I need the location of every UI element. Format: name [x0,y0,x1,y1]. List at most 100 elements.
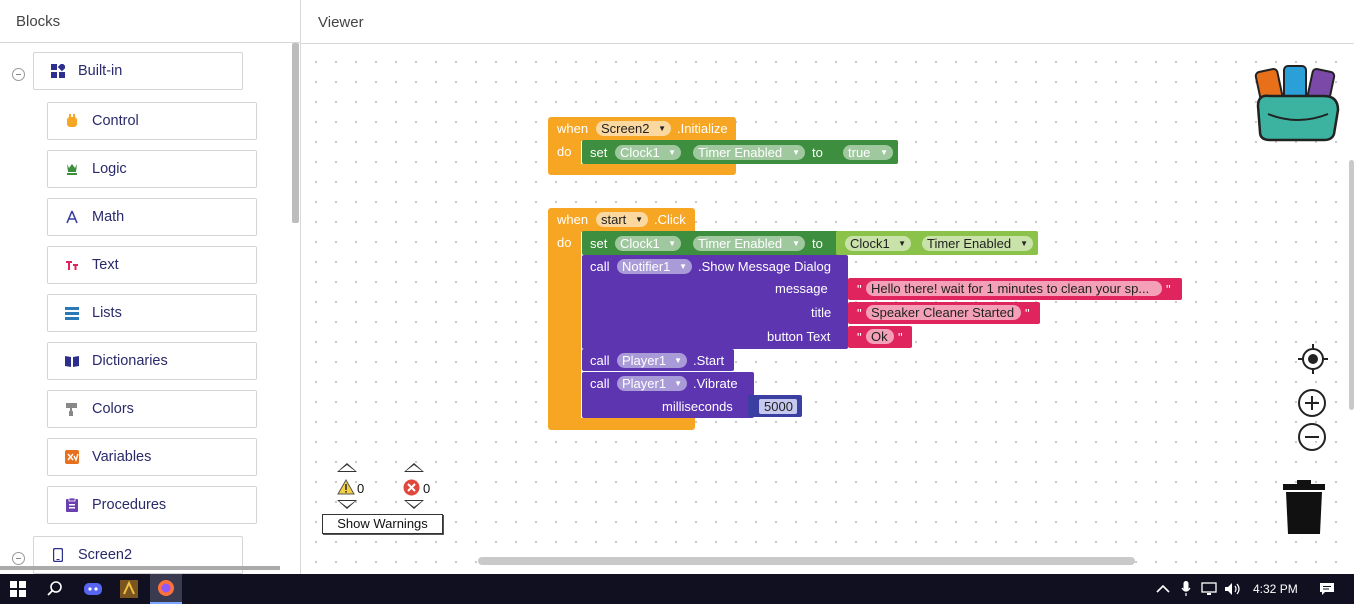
search-icon[interactable] [44,578,66,600]
tree-item-label: Logic [92,161,127,177]
backpack-icon[interactable] [1254,60,1340,142]
number-value: 5000 [764,399,793,414]
chevron-down-icon: ▼ [668,239,676,248]
property-dropdown[interactable]: Timer Enabled▼ [693,145,805,160]
microphone-icon[interactable] [1175,578,1197,600]
zoom-in-button[interactable] [1298,389,1326,417]
trash-icon[interactable] [1283,480,1325,536]
logic-icon [64,161,80,177]
tree-item-builtin[interactable]: Built-in [33,52,243,90]
error-next-arrow[interactable] [404,500,424,509]
workspace-vertical-scrollbar[interactable] [1349,160,1354,410]
network-icon[interactable] [1199,578,1221,600]
to-label: to [812,236,823,251]
event-block-footer [548,164,736,175]
control-icon [64,113,80,129]
set-label: set [590,236,608,251]
tree-item-label: Variables [92,449,152,465]
error-prev-arrow[interactable] [404,463,424,472]
discord-icon[interactable] [82,578,104,600]
firefox-icon[interactable] [150,574,182,604]
warning-count: 0 [357,481,365,496]
blocks-vertical-scrollbar[interactable] [292,43,299,223]
chevron-up-icon[interactable] [1152,578,1174,600]
tree-item-dictionaries[interactable]: Dictionaries [47,342,257,380]
blocks-panel-title: Blocks [16,13,61,30]
tree-item-label: Built-in [78,63,123,79]
math-icon [64,209,80,225]
tree-item-logic[interactable]: Logic [47,150,257,188]
component-dropdown[interactable]: Clock1▼ [845,236,911,251]
text-icon [64,257,80,273]
dropdown-value: true [848,145,871,160]
builtin-collapse-toggle[interactable] [12,68,25,81]
number-field[interactable]: 5000 [759,399,797,414]
component-dropdown[interactable]: Player1▼ [617,353,687,368]
component-dropdown[interactable]: Player1▼ [617,376,687,391]
procedures-icon [64,497,80,513]
taskbar: 4:32 PM [0,574,1354,604]
tree-item-label: Lists [92,305,122,321]
taskbar-clock[interactable]: 4:32 PM [1253,582,1298,596]
component-dropdown[interactable]: Clock1▼ [615,236,681,251]
component-dropdown[interactable]: start▼ [596,212,648,227]
tree-item-control[interactable]: Control [47,102,257,140]
tree-item-text[interactable]: Text [47,246,257,284]
quote-icon: " [1166,282,1171,297]
app-icon[interactable] [118,578,140,600]
dropdown-value: Timer Enabled [698,236,783,251]
tree-item-label: Math [92,209,125,225]
error-count: 0 [423,481,431,496]
method-name: .Show Message Dialog [698,259,831,274]
component-dropdown[interactable]: Clock1▼ [615,145,681,160]
property-dropdown[interactable]: Timer Enabled▼ [922,236,1033,251]
recenter-button[interactable] [1298,344,1328,374]
tree-item-math[interactable]: Math [47,198,257,236]
quote-icon: " [898,330,903,345]
text-value: Ok [871,329,888,344]
milliseconds-label: milliseconds [662,399,733,414]
dropdown-value: start [601,212,627,227]
warning-next-arrow[interactable] [337,500,357,509]
lists-icon [64,305,80,321]
grid-icon [50,63,66,79]
dropdown-value: Screen2 [601,121,650,136]
warning-prev-arrow[interactable] [337,463,357,472]
windows-start-icon[interactable] [7,578,29,600]
button-text-field[interactable]: Ok [866,329,894,344]
blocks-panel: Blocks Built-in Control Logic Math [0,0,301,574]
tree-item-variables[interactable]: Variables [47,438,257,476]
message-text-field[interactable]: Hello there! wait for 1 minutes to clean… [866,281,1162,296]
screen-collapse-toggle[interactable] [12,552,25,565]
blocks-horizontal-scrollbar[interactable] [0,566,280,570]
quote-icon: " [857,330,862,345]
chevron-down-icon: ▼ [880,148,888,157]
workspace-horizontal-scrollbar[interactable] [478,557,1135,565]
viewer-header: Viewer [301,0,1354,44]
tree-item-colors[interactable]: Colors [47,390,257,428]
do-label: do [557,235,572,250]
call-label: call [590,353,610,368]
tree-item-procedures[interactable]: Procedures [47,486,257,524]
event-block-footer [548,418,695,430]
divider [0,42,300,43]
show-warnings-button[interactable]: Show Warnings [322,514,443,534]
colors-icon [64,401,80,417]
quote-icon: " [857,306,862,321]
warning-icon [337,478,355,495]
title-text-field[interactable]: Speaker Cleaner Started [866,305,1021,320]
tree-item-label: Text [92,257,119,273]
dropdown-value: Player1 [622,353,667,368]
dictionaries-icon [64,353,80,369]
zoom-out-button[interactable] [1298,423,1326,451]
boolean-dropdown[interactable]: true ▼ [843,145,893,160]
tree-item-lists[interactable]: Lists [47,294,257,332]
dropdown-value: Timer Enabled [698,145,783,160]
volume-icon[interactable] [1222,578,1244,600]
property-dropdown[interactable]: Timer Enabled▼ [693,236,805,251]
component-dropdown[interactable]: Screen2 ▼ [596,121,671,136]
chevron-down-icon: ▼ [658,124,666,133]
component-dropdown[interactable]: Notifier1▼ [617,259,692,274]
text-value: Speaker Cleaner Started [871,305,1015,320]
notifications-icon[interactable] [1316,578,1338,600]
